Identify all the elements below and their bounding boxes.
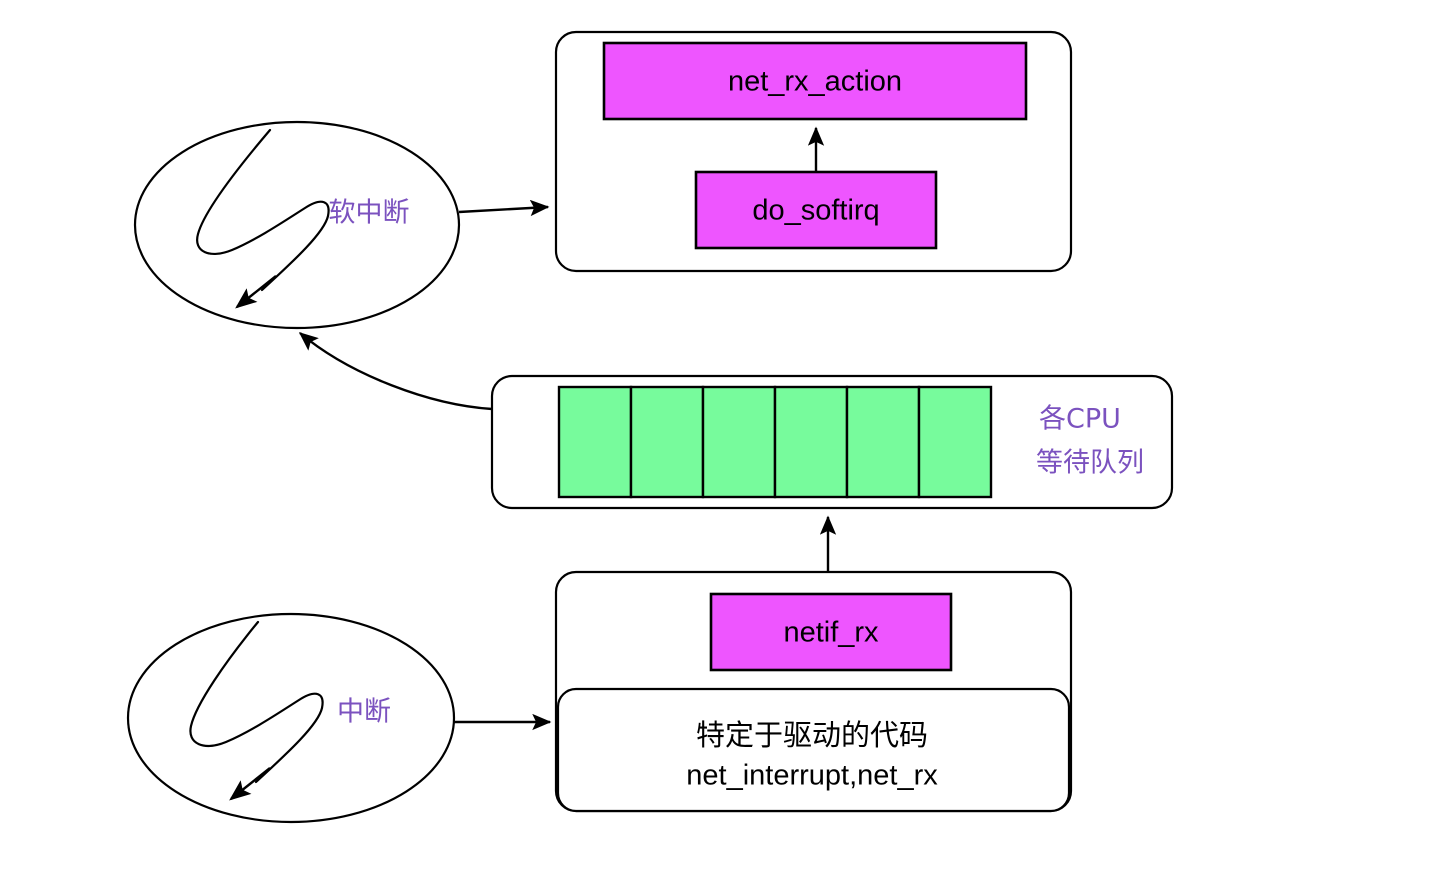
cpu-queue-container: 各CPU 等待队列 bbox=[490, 374, 1174, 510]
squiggle-arrow bbox=[235, 275, 277, 309]
interrupt-container: netif_rx 特定于驱动的代码 net_interrupt,net_rx bbox=[554, 570, 1073, 813]
queue-cell[interactable] bbox=[629, 385, 705, 499]
queue-cell[interactable] bbox=[701, 385, 777, 499]
netif-rx-box[interactable] bbox=[709, 592, 953, 672]
driver-code-box[interactable] bbox=[556, 687, 1071, 813]
interrupt-event-ellipse[interactable] bbox=[126, 612, 456, 824]
net-rx-action-label: net_rx_action bbox=[728, 66, 902, 98]
softirq-event-node[interactable]: 软中断 bbox=[133, 120, 461, 330]
queue-cells bbox=[557, 385, 993, 499]
queue-cell[interactable] bbox=[773, 385, 849, 499]
cpu-queue-label-line2: 等待队列 bbox=[1036, 448, 1144, 479]
queue-cell[interactable] bbox=[917, 385, 993, 499]
do-softirq-label: do_softirq bbox=[752, 195, 879, 227]
netif-rx-node[interactable]: netif_rx bbox=[709, 592, 953, 672]
netif-rx-label: netif_rx bbox=[783, 617, 879, 649]
softirq-event-label: 软中断 bbox=[329, 198, 410, 229]
queue-cell[interactable] bbox=[557, 385, 633, 499]
lightning-squiggle-icon bbox=[196, 128, 330, 309]
driver-code-node[interactable]: 特定于驱动的代码 net_interrupt,net_rx bbox=[556, 687, 1071, 813]
do-softirq-node[interactable]: do_softirq bbox=[694, 170, 938, 250]
squiggle-arrow bbox=[229, 767, 271, 801]
interrupt-event-label: 中断 bbox=[337, 697, 391, 728]
queue-cell[interactable] bbox=[845, 385, 921, 499]
cpu-queue-label-line1: 各CPU bbox=[1039, 404, 1121, 435]
driver-code-label-line2: net_interrupt,net_rx bbox=[686, 760, 938, 792]
edge-queue-to-softirq bbox=[298, 332, 493, 411]
lightning-squiggle-icon bbox=[189, 620, 324, 801]
softirq-container: net_rx_action do_softirq bbox=[554, 30, 1073, 273]
net-rx-action-node[interactable]: net_rx_action bbox=[602, 41, 1028, 121]
driver-code-label-line1: 特定于驱动的代码 bbox=[696, 718, 928, 752]
edge-softirq-to-container bbox=[458, 199, 550, 217]
interrupt-event-node[interactable]: 中断 bbox=[126, 612, 456, 824]
softirq-event-ellipse[interactable] bbox=[133, 120, 461, 330]
net-rx-action-box[interactable] bbox=[602, 41, 1028, 121]
